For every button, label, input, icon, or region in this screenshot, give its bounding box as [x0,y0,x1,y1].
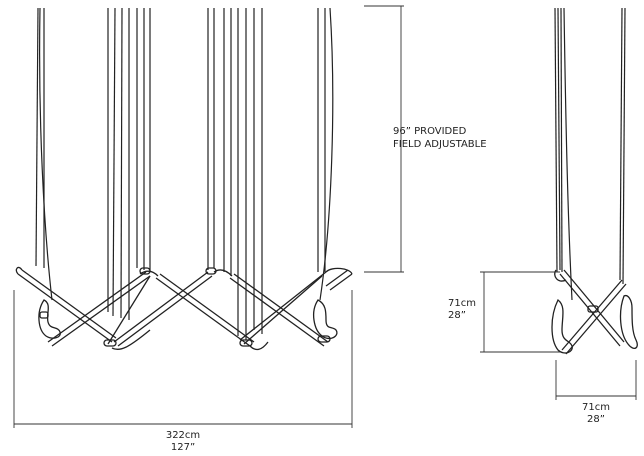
side-width-in-label: 28” [587,414,605,425]
front-width-dimension [13,290,353,428]
side-width-dimension [555,360,637,400]
cable-length-label-line2: FIELD ADJUSTABLE [393,139,487,150]
side-view [551,7,638,355]
front-suspension-cables [35,7,334,340]
cable-length-label-line1: 96” PROVIDED [393,126,467,137]
front-crossing-arms [15,266,353,351]
front-view [15,7,353,351]
side-crossing-arms [551,269,638,355]
cable-length-dimension [364,5,404,273]
front-width-cm-label: 322cm [166,430,200,441]
side-suspension-cables [554,7,626,301]
side-height-cm-label: 71cm [448,298,476,309]
side-height-in-label: 28” [448,310,466,321]
front-width-in-label: 127” [171,442,195,453]
side-width-cm-label: 71cm [582,402,610,413]
side-height-dimension [480,271,560,353]
